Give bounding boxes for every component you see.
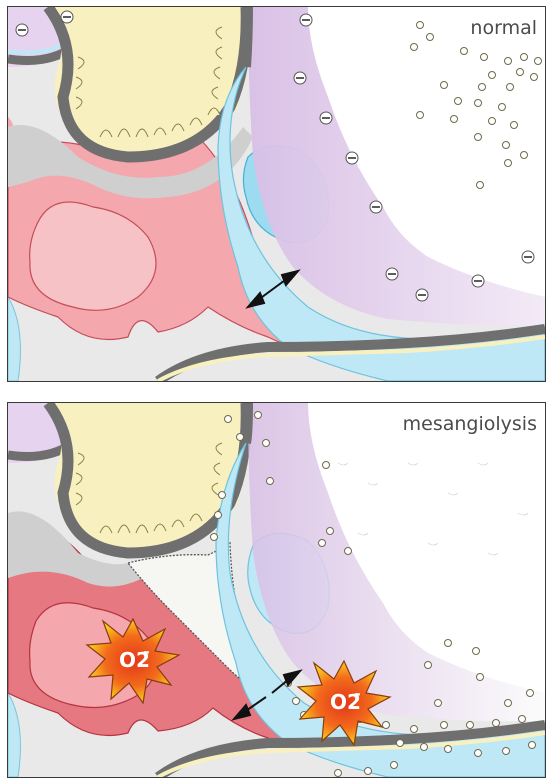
panel-label-mesangiolysis: mesangiolysis bbox=[403, 413, 537, 435]
negative-charge-icon bbox=[386, 268, 398, 280]
negative-charge-icon bbox=[320, 112, 332, 124]
negative-charge-icon bbox=[61, 11, 73, 23]
negative-charge-icon bbox=[370, 201, 382, 213]
superoxide-charge-2: - bbox=[354, 684, 361, 703]
negative-charge-icon bbox=[300, 14, 312, 26]
negative-charge-icon bbox=[294, 72, 306, 84]
panel-label-normal: normal bbox=[470, 17, 537, 39]
negative-charge-icon bbox=[416, 289, 428, 301]
negative-charge-icon bbox=[16, 24, 28, 36]
mesangiolysis-illustration: O2 - O2 - bbox=[8, 403, 545, 777]
normal-illustration bbox=[8, 7, 545, 381]
mesangiolysis-panel: O2 - O2 - mesangiolysis bbox=[7, 402, 546, 778]
normal-panel: normal bbox=[7, 6, 546, 382]
superoxide-charge-1: - bbox=[143, 642, 150, 661]
negative-charge-icon bbox=[472, 275, 484, 287]
negative-charge-icon bbox=[346, 152, 358, 164]
negative-charge-icon bbox=[522, 251, 534, 263]
